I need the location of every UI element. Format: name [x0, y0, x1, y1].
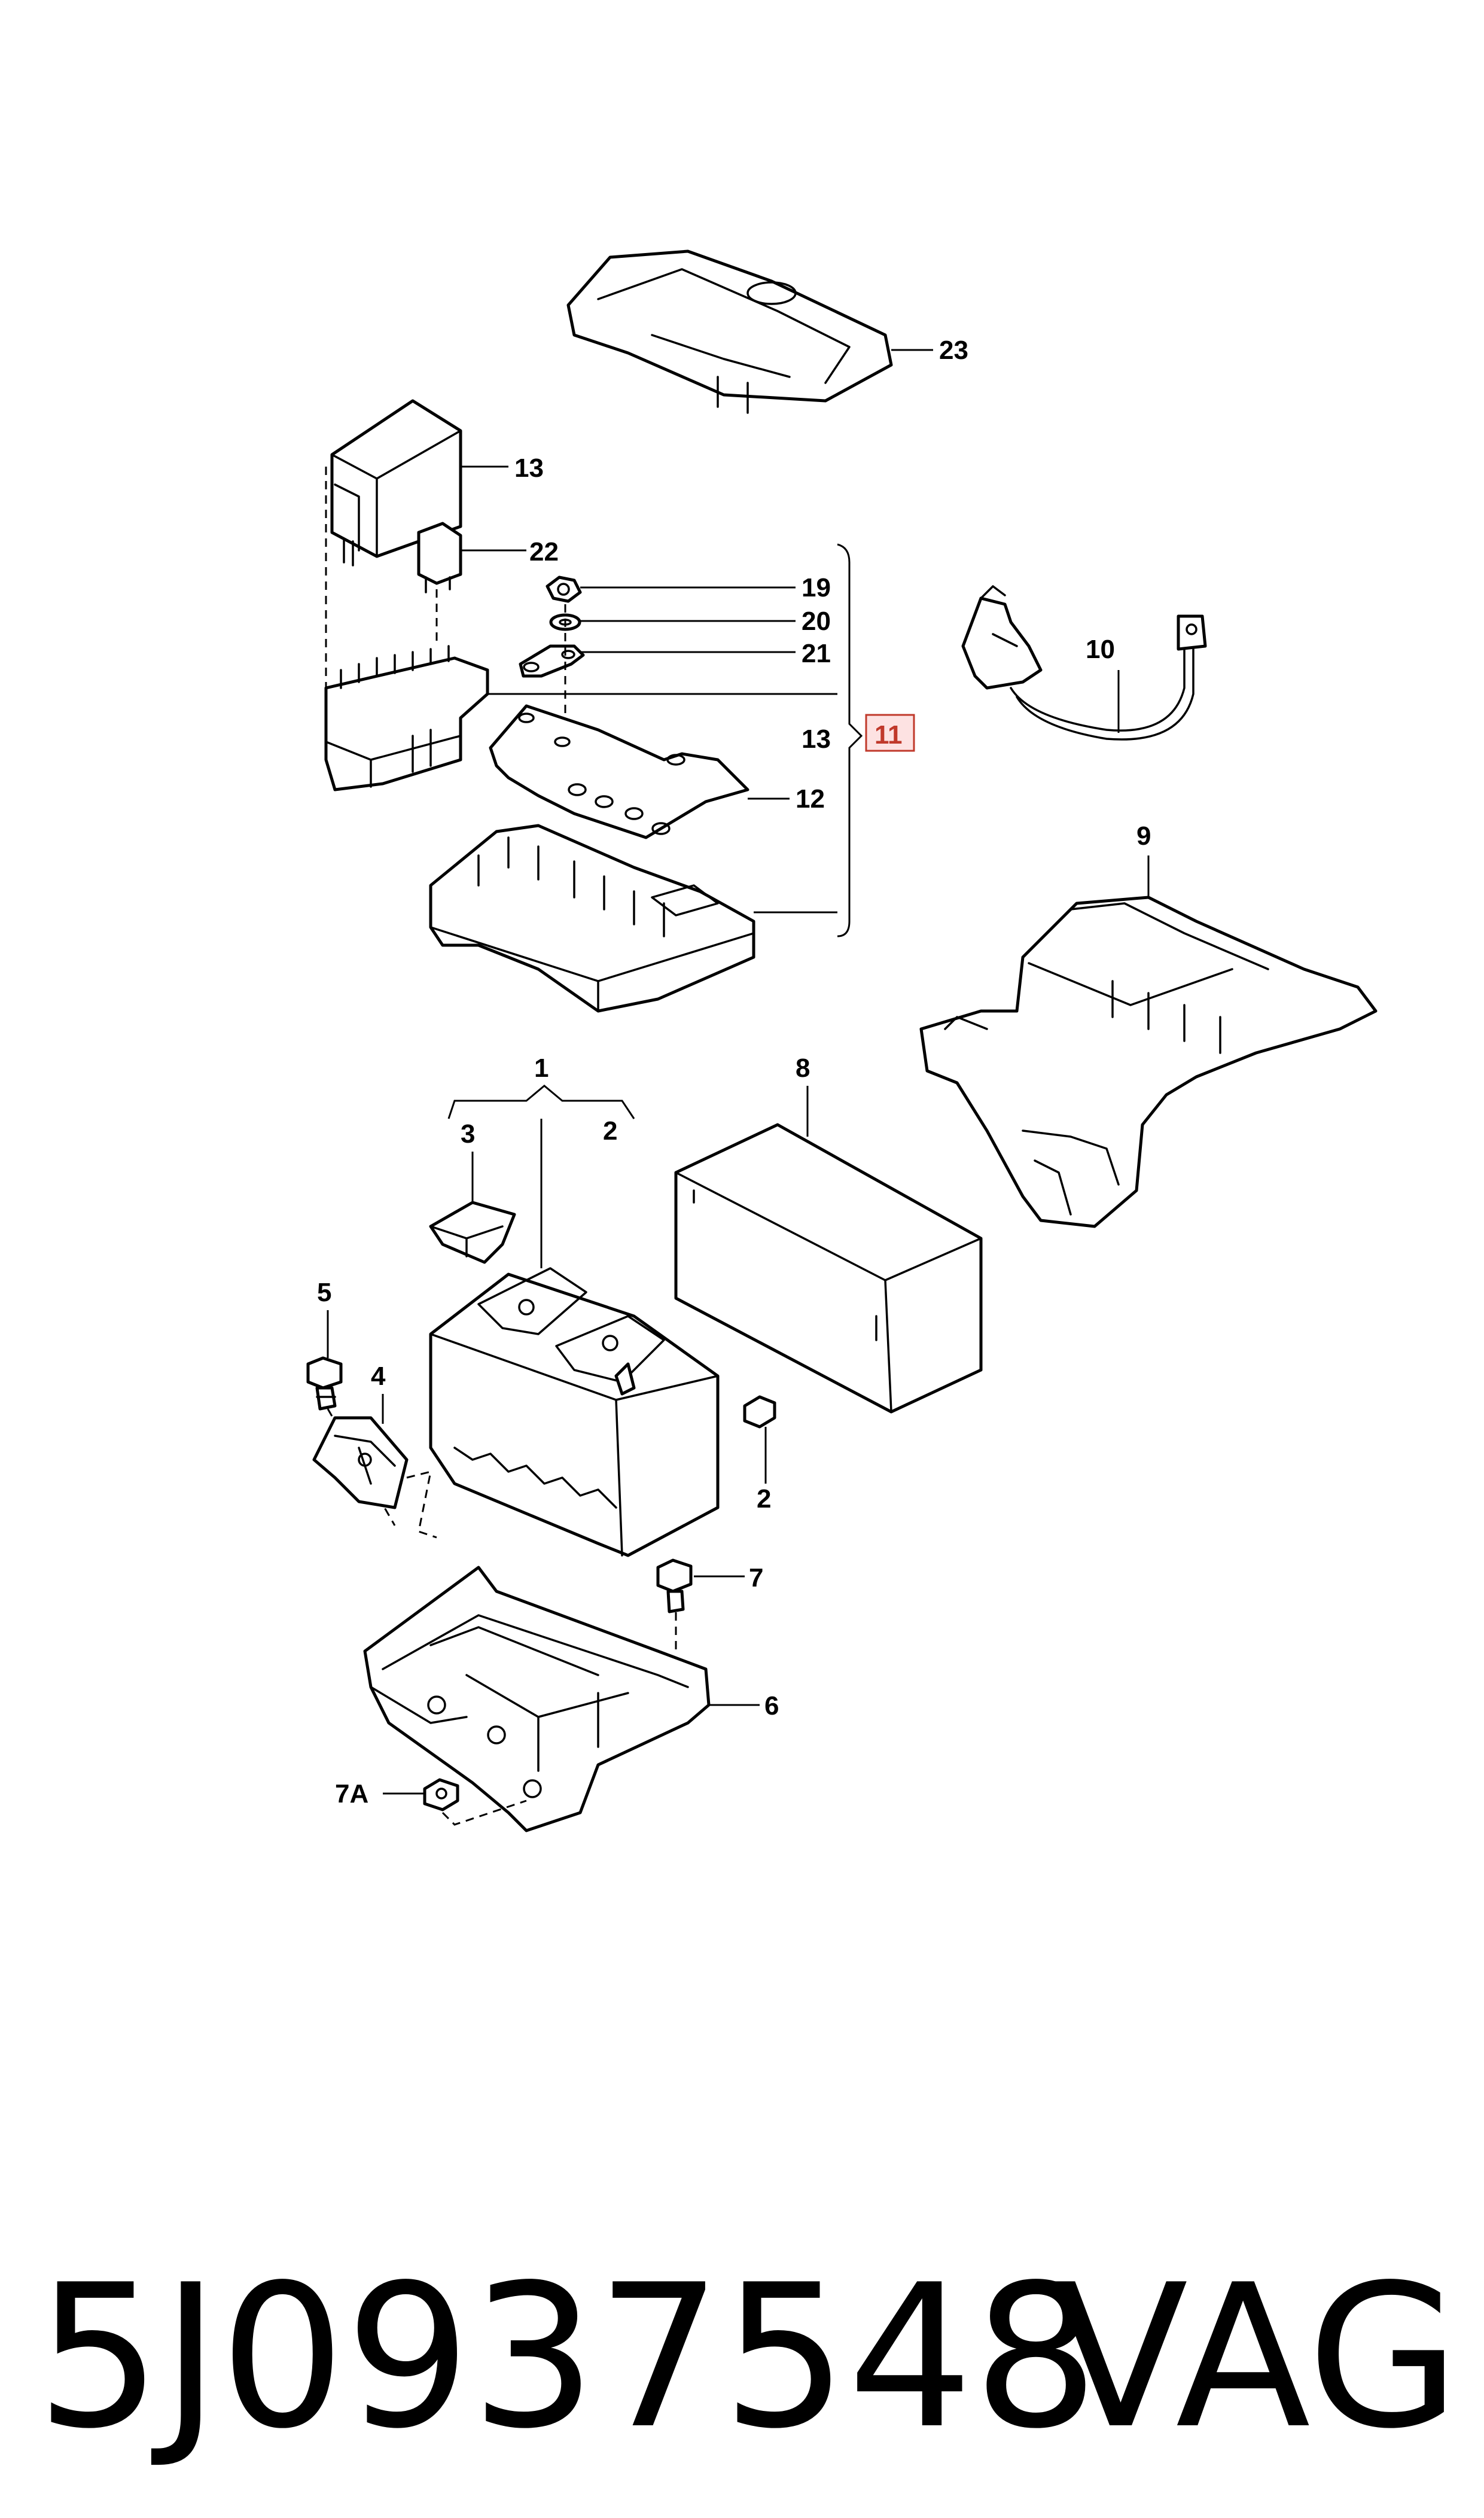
- part-fuse-holder: [324, 645, 489, 791]
- dash-clamp: [406, 1470, 437, 1539]
- part-22-fuse: [417, 522, 462, 593]
- part-3-terminal-cover: [429, 1201, 516, 1264]
- dash-nut-7a: [441, 1800, 527, 1826]
- part-2-vent-plug: [743, 1395, 776, 1429]
- part-21-ring-terminal: [519, 644, 585, 678]
- callout-11: 11: [874, 720, 903, 750]
- callout-4: 4: [371, 1362, 386, 1391]
- callout-13-group: 13: [802, 724, 831, 754]
- part-7a-nut: [423, 1778, 459, 1811]
- part-10-battery-cable: [961, 585, 1207, 741]
- part-6-battery-tray: [363, 1566, 711, 1832]
- callout-6: 6: [764, 1691, 779, 1721]
- callout-8: 8: [796, 1054, 810, 1083]
- callout-10: 10: [1086, 635, 1115, 664]
- group-bracket-11: [837, 543, 863, 937]
- callout-13-relay: 13: [514, 453, 544, 483]
- part-12-busbar: [489, 704, 749, 839]
- callout-7: 7: [749, 1563, 763, 1593]
- callout-23: 23: [939, 336, 968, 365]
- part-19-nut: [546, 576, 582, 603]
- part-fuse-carrier: [429, 824, 755, 1013]
- part-battery: [429, 1267, 720, 1557]
- callout-20: 20: [802, 607, 831, 636]
- callout-2: 2: [757, 1484, 771, 1514]
- callout-7a: 7A: [335, 1779, 368, 1808]
- callout-3: 3: [461, 1119, 475, 1149]
- callout-1: 1: [534, 1054, 548, 1083]
- part-8-insulation-sleeve: [674, 1123, 983, 1414]
- callout-21: 21: [802, 639, 831, 668]
- callout-2-group: 2: [603, 1116, 617, 1146]
- part-number-label: 5J0937548: [36, 2242, 1099, 2472]
- group-bracket-1: [447, 1085, 635, 1119]
- callout-9: 9: [1136, 821, 1151, 851]
- callout-22: 22: [529, 537, 559, 567]
- callout-19: 19: [802, 573, 831, 602]
- part-23-fuse-box-cover: [566, 249, 893, 414]
- part-9-battery-carrier: [919, 896, 1378, 1228]
- part-4-clamp: [312, 1416, 409, 1509]
- part-13-relay: [330, 399, 462, 567]
- callout-5: 5: [317, 1278, 331, 1307]
- part-7-bolt: [656, 1558, 693, 1613]
- part-5-bolt: [306, 1356, 343, 1411]
- callout-11-highlight-box: [865, 714, 915, 752]
- callout-12: 12: [796, 784, 825, 814]
- brand-label: VAG: [1053, 2242, 1460, 2472]
